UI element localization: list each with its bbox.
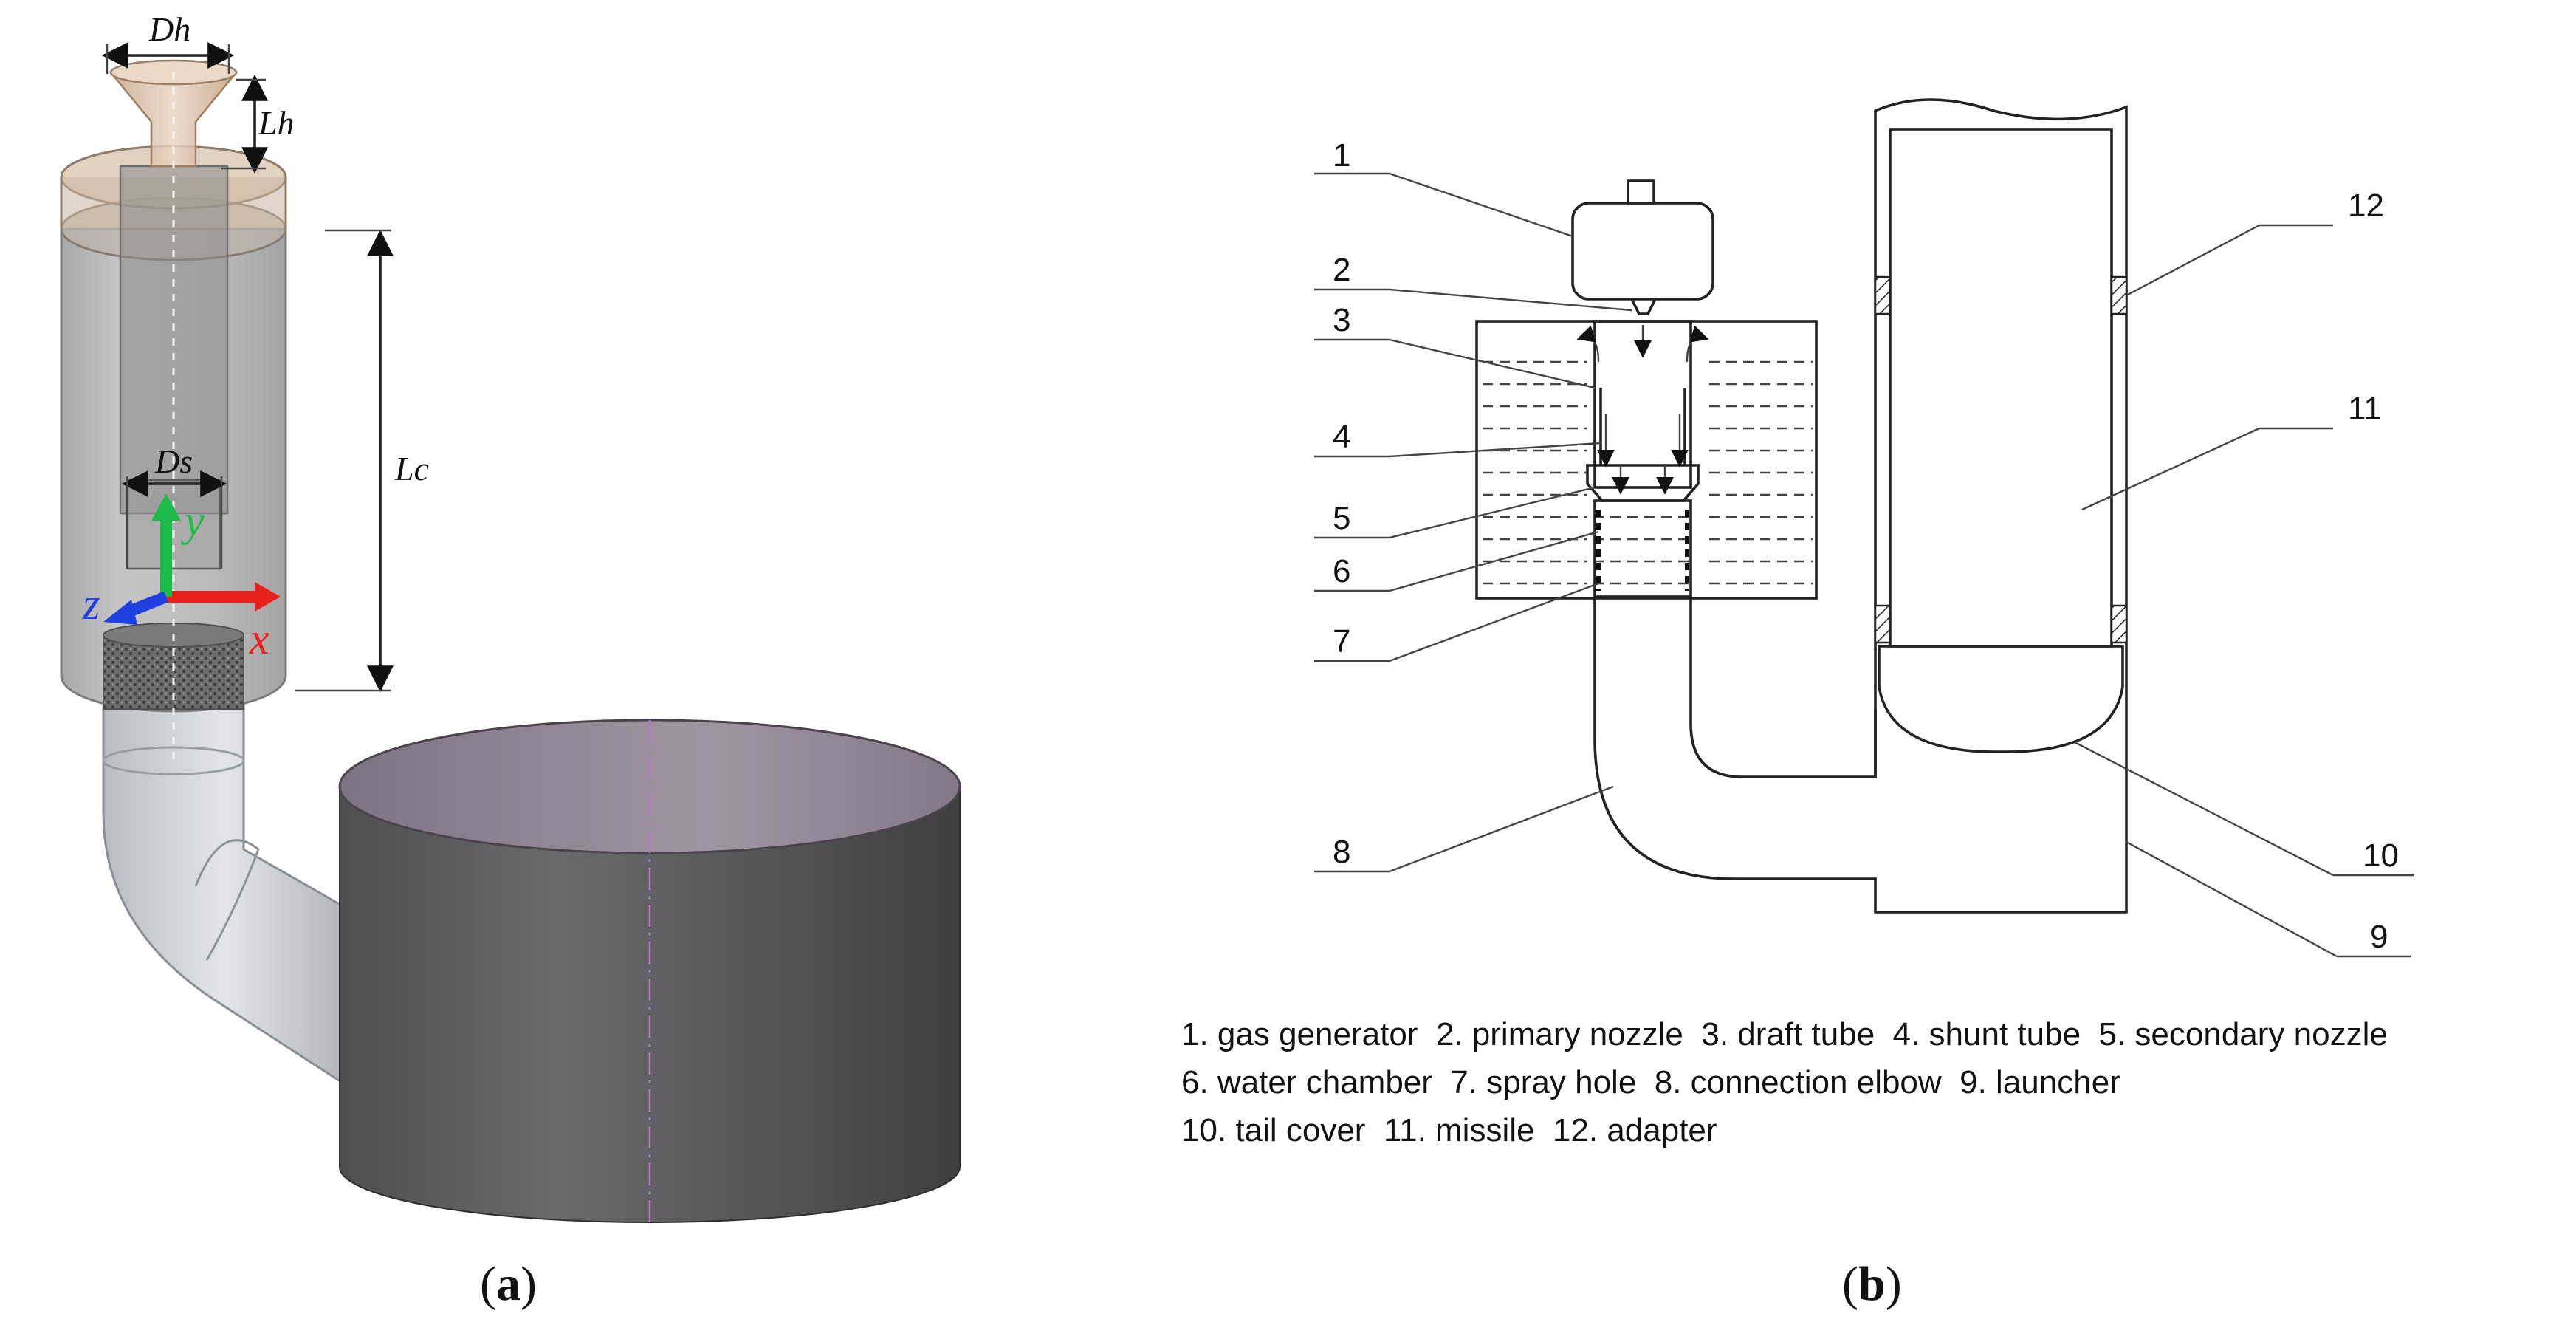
callout-1: 1 bbox=[1333, 137, 1350, 174]
x-axis-label: x bbox=[249, 614, 269, 663]
coordinate-axes: x y z bbox=[82, 493, 281, 663]
callout-8: 8 bbox=[1333, 834, 1350, 870]
draft-and-shunt-tube bbox=[1576, 320, 1709, 598]
connection-elbow bbox=[1593, 598, 2128, 914]
legend-line-3: 10. tail cover 11. missile 12. adapter bbox=[1181, 1112, 1717, 1148]
panel-b-schematic: 1 2 3 4 5 6 7 8 9 10 11 12 1. gas genera… bbox=[1181, 98, 2414, 1311]
callout-12: 12 bbox=[2348, 188, 2384, 224]
callout-9: 9 bbox=[2370, 919, 2388, 955]
legend-line-2: 6. water chamber 7. spray hole 8. connec… bbox=[1181, 1064, 2120, 1100]
callout-7: 7 bbox=[1333, 623, 1350, 660]
callout-5: 5 bbox=[1333, 500, 1350, 536]
z-axis-label: z bbox=[82, 580, 100, 629]
callout-4: 4 bbox=[1333, 419, 1350, 455]
dimension-annotations: Dh Lh Lc Ds bbox=[101, 10, 429, 693]
dimension-dh-label: Dh bbox=[148, 10, 190, 48]
callout-10: 10 bbox=[2363, 838, 2399, 874]
dimension-ds-label: Ds bbox=[154, 442, 193, 480]
y-axis-label: y bbox=[180, 496, 205, 545]
dimension-lh-label: Lh bbox=[258, 104, 295, 142]
callout-2: 2 bbox=[1333, 252, 1350, 288]
dimension-lc-label: Lc bbox=[394, 450, 429, 487]
legend-line-1: 1. gas generator 2. primary nozzle 3. dr… bbox=[1181, 1016, 2388, 1052]
connection-elbow-pipe bbox=[102, 704, 348, 1088]
leader-lines bbox=[1314, 172, 2414, 958]
parts-legend: 1. gas generator 2. primary nozzle 3. dr… bbox=[1181, 1016, 2388, 1148]
panel-a-label: (a) bbox=[480, 1257, 537, 1311]
panel-b-label: (b) bbox=[1842, 1257, 1902, 1311]
callout-11: 11 bbox=[2348, 391, 2382, 427]
callout-6: 6 bbox=[1333, 553, 1350, 589]
callout-numbers: 1 2 3 4 5 6 7 8 9 10 11 12 bbox=[1333, 137, 2399, 955]
callout-3: 3 bbox=[1333, 302, 1350, 338]
water-chamber bbox=[1475, 320, 1818, 600]
panel-a-3d-model: Dh Lh Lc Ds x y z (a) bbox=[60, 10, 961, 1311]
launcher bbox=[1874, 98, 2128, 777]
launcher-tank bbox=[338, 719, 961, 1223]
gas-generator bbox=[1571, 179, 1714, 315]
